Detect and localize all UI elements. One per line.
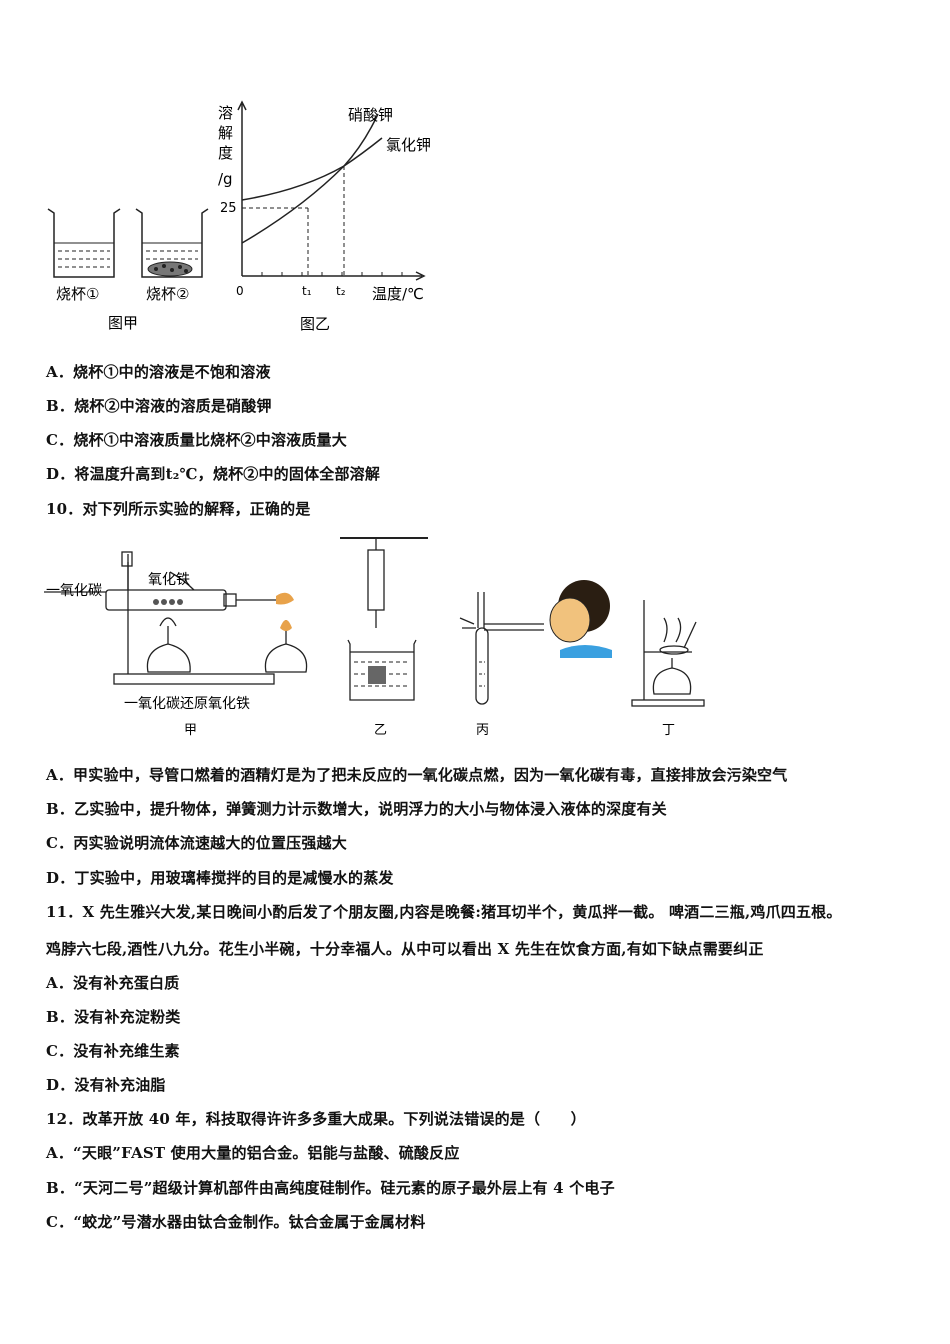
q12-option-c: C．“蛟龙”号潜水器由钛合金制作。钛合金属于金属材料 [46,1213,426,1231]
q9-option-a: A．烧杯①中的溶液是不饱和溶液 [46,363,271,381]
q12-stem: 12．改革开放 40 年，科技取得许许多多重大成果。下列说法错误的是（ ） [46,1110,586,1128]
q11-option-b: B．没有补充淀粉类 [46,1008,181,1026]
figure-beakers: 烧杯① 烧杯② 图甲 [47,208,209,332]
immersed-block [368,666,386,684]
q12-option-b: B．“天河二号”超级计算机部件由高纯度硅制作。硅元素的原子最外层上有 4 个电子 [46,1179,615,1197]
q10-stem: 10．对下列所示实验的解释，正确的是 [46,500,311,518]
q12-option-a: A．“天眼”FAST 使用大量的铝合金。铝能与盐酸、硫酸反应 [46,1144,460,1162]
curve-label-kcl: 氯化钾 [386,136,431,154]
q9-option-b: B．烧杯②中溶液的溶质是硝酸钾 [46,397,272,415]
ylabel-2: 解 [218,124,233,142]
q10-option-b: B．乙实验中，提升物体，弹簧测力计示数增大，说明浮力的大小与物体浸入液体的深度有… [46,800,667,818]
xlabel: 温度/℃ [372,285,424,303]
x-tick-t1: t₁ [302,284,312,298]
label-yi: 乙 [374,723,387,738]
label-fe2o3: 氧化铁 [148,572,190,588]
label-jia: 甲 [184,723,197,738]
q9-option-d: D．将温度升高到t₂℃，烧杯②中的固体全部溶解 [46,465,381,483]
x-tick-t2: t₂ [336,284,346,298]
flame-icon [276,592,294,605]
curve-label-kno3: 硝酸钾 [348,106,393,124]
q11-option-a: A．没有补充蛋白质 [46,974,180,992]
q10-option-a: A．甲实验中，导管口燃着的酒精灯是为了把未反应的一氧化碳点燃，因为一氧化碳有毒，… [46,766,788,784]
beaker-1 [47,208,121,278]
q11-stem-line2: 鸡脖六七段,酒性八九分。花生小半碗，十分幸福人。从中可以看出 X 先生在饮食方面… [46,940,764,958]
q10-option-c: C．丙实验说明流体流速越大的位置压强越大 [46,834,347,852]
apparatus-bing [459,592,544,705]
beaker-2-label: 烧杯② [146,285,189,303]
label-ding: 丁 [662,723,675,738]
apparatus-yi [340,537,428,701]
solubility-graph: 溶 解 度 /g 25 0 t₁ t₂ 温度/℃ 硝酸钾 氯化钾 图乙 [218,100,431,333]
beaker-2 [135,208,209,278]
caption-fig-a: 图甲 [108,314,138,332]
q10-option-d: D．丁实验中，用玻璃棒搅拌的目的是减慢水的蒸发 [46,869,394,887]
kcl-curve [241,137,383,201]
apparatus-ding [631,600,705,707]
q9-option-c: C．烧杯①中溶液质量比烧杯②中溶液质量大 [46,431,347,449]
caption-fig-b: 图乙 [300,315,330,333]
q11-option-d: D．没有补充油脂 [46,1076,166,1094]
label-exp-title: 一氧化碳还原氧化铁 [124,696,250,712]
child-icon [549,580,612,658]
q11-option-c: C．没有补充维生素 [46,1042,180,1060]
q11-stem-line1: 11．X 先生雅兴大发,某日晚间小酌后发了个朋友圈,内容是晚餐:猪耳切半个，黄瓜… [46,903,842,921]
origin-label: 0 [236,284,244,298]
apparatus-jia [44,551,308,685]
flame-icon [280,620,292,631]
beaker-1-label: 烧杯① [56,285,99,303]
figure-experiments: 一氧化碳 氧化铁 一氧化碳还原氧化铁 甲 乙 丙 [44,537,705,738]
label-bing: 丙 [476,723,489,738]
y-tick-25: 25 [220,201,237,216]
label-co-inlet: 一氧化碳 [46,583,102,599]
ylabel-4: /g [218,170,233,188]
ylabel-3: 度 [218,144,233,162]
kno3-curve [241,113,379,244]
ylabel-1: 溶 [218,104,233,122]
